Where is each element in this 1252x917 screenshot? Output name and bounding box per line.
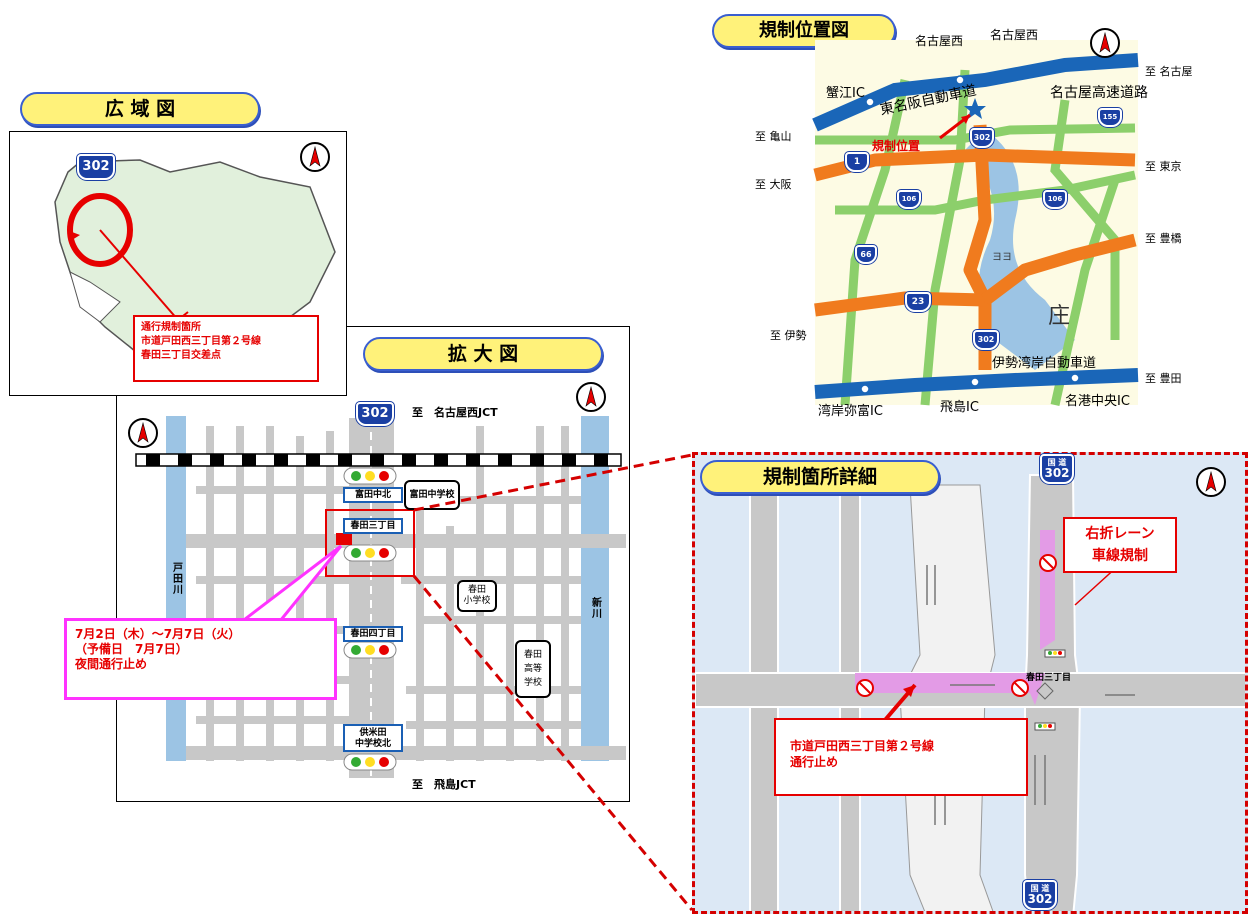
label-tobishima-ic: 飛島IC — [940, 400, 979, 415]
enlarged-north-arrow-icon-left — [128, 418, 158, 448]
label-toda-river: 戸 田 川 — [173, 563, 183, 596]
label-wangan-yatomi-ic: 湾岸弥富IC — [818, 404, 883, 419]
label-nagoya-expressway: 名古屋高速道路 — [1050, 85, 1148, 101]
route-106-shield-west: 106 — [897, 190, 921, 209]
callout-line: 通行止め — [790, 755, 839, 769]
label-to-nagoya-nishi-jct: 至 名古屋西JCT — [412, 406, 498, 419]
label-sho-river: 庄 — [1048, 304, 1071, 329]
callout-line: 車線規制 — [1092, 548, 1148, 564]
wangan-yatomi-ic-marker — [860, 384, 870, 394]
label-to-tobishima-jct: 至 飛島JCT — [412, 778, 476, 791]
label-shin-river: 新 川 — [592, 598, 602, 620]
overview-title: 広 域 図 — [20, 92, 260, 126]
no-entry-icon — [1039, 554, 1057, 572]
route-302-shield-north: 302 — [970, 128, 994, 148]
label-to-toyohashi: 至 豊橋 — [1145, 232, 1182, 245]
label-to-tokyo: 至 東京 — [1145, 160, 1182, 173]
route-155-shield: 155 — [1098, 108, 1122, 127]
label-regulation-position: 規制位置 — [872, 139, 921, 153]
enlarged-route-302-shield: 302 — [356, 402, 394, 426]
callout-line: （予備日 7月7日） — [75, 642, 188, 656]
no-entry-icon — [1011, 679, 1029, 697]
shield-label: 国 道 — [1047, 458, 1067, 467]
label-nagoya-nishi-1: 名古屋西 — [915, 34, 964, 48]
detail-map-graphic — [695, 474, 1245, 911]
label-to-kameyama: 至 亀山 — [755, 130, 792, 143]
label-to-osaka: 至 大阪 — [755, 178, 792, 191]
callout-pointer — [231, 544, 343, 628]
location-map-graphic — [812, 53, 1139, 406]
regulation-focus-box — [325, 509, 415, 577]
route-66-shield: 66 — [855, 245, 877, 264]
callout-line: 春田三丁目交差点 — [141, 350, 221, 361]
enlarged-title: 拡 大 図 — [363, 337, 603, 371]
sign-tomida-naka-kita: 富田中北 — [343, 487, 403, 503]
callout-line: 右折レーン — [1085, 526, 1155, 542]
traffic-light-icon — [343, 641, 397, 659]
closure-taper — [1030, 673, 1045, 705]
tobishima-ic-marker — [970, 377, 980, 387]
road-closure-callout: 市道戸田西三丁目第２号線 通行止め — [774, 718, 1028, 796]
overview-map-panel: 302 — [9, 131, 347, 396]
traffic-light-icon — [343, 753, 397, 771]
location-map-panel: 1 302 23 66 106 106 155 302 — [812, 40, 1139, 406]
route-106-shield-east: 106 — [1043, 190, 1067, 209]
nagoya-nishi-marker — [955, 75, 965, 85]
label-to-ise: 至 伊勢 — [770, 329, 807, 342]
shield-label: 国 道 — [1030, 884, 1050, 893]
route-302-shield: 302 — [77, 154, 115, 180]
route-302-shield-south: 302 — [973, 330, 999, 350]
traffic-light-icon — [343, 544, 397, 562]
callout-line: 通行規制箇所 — [141, 322, 201, 333]
callout-line: 市道戸田西三丁目第２号線 — [790, 739, 935, 753]
school-haruta-hs: 春田 高等 学校 — [515, 640, 551, 698]
no-entry-icon — [856, 679, 874, 697]
closure-date-callout: 7月2日（木）～7月7日（火） （予備日 7月7日） 夜間通行止め — [64, 618, 337, 700]
traffic-light-icon — [1034, 722, 1056, 731]
intersection-label: 春田三丁目 — [1026, 673, 1072, 683]
right-turn-lane-callout: 右折レーン 車線規制 — [1063, 517, 1177, 573]
sign-tomida-jhs: 富田中学校 — [404, 480, 460, 510]
callout-line: 市道戸田西三丁目第２号線 — [141, 336, 261, 347]
label-kanie-ic: 蟹江IC — [826, 86, 865, 101]
shield-number: 302 — [1044, 466, 1070, 480]
sign-haruta-3: 春田三丁目 — [343, 518, 403, 534]
regulation-star-icon — [964, 98, 986, 119]
shield-number: 302 — [1027, 892, 1053, 906]
shin-river — [581, 416, 609, 761]
right-turn-lane-closure — [1040, 530, 1055, 650]
detail-north-arrow-icon — [1196, 467, 1226, 497]
label-isewangan: 伊勢湾岸自動車道 — [992, 356, 1097, 371]
callout-line: 7月2日（木）～7月7日（火） — [75, 627, 241, 641]
label-nagoya-nishi-2: 名古屋西 — [990, 28, 1039, 42]
traffic-light-icon — [1044, 649, 1066, 658]
detail-title: 規制箇所詳細 — [700, 460, 940, 494]
detail-route-302-shield-bottom: 国 道 302 — [1023, 880, 1057, 910]
north-arrow-icon — [300, 142, 330, 172]
location-north-arrow-icon — [1090, 28, 1120, 58]
school-haruta-es: 春田 小学校 — [457, 580, 497, 612]
enlarged-north-arrow-icon-right — [576, 382, 606, 412]
sign-haruta-4: 春田四丁目 — [343, 626, 403, 642]
detail-route-302-shield-top: 国 道 302 — [1040, 454, 1074, 484]
route-23-shield: 23 — [905, 292, 931, 312]
traffic-light-icon — [343, 467, 397, 485]
label-shinkawa-chars: ヨヨ — [992, 252, 1012, 263]
callout-line: 夜間通行止め — [75, 657, 148, 671]
meiko-chuo-ic-marker — [1070, 373, 1080, 383]
bay-shape — [69, 271, 121, 323]
sign-kumeta-jhs: 供米田 中学校北 — [343, 724, 403, 752]
label-to-toyota: 至 豊田 — [1145, 372, 1182, 385]
overview-callout: 通行規制箇所 市道戸田西三丁目第２号線 春田三丁目交差点 — [133, 315, 319, 382]
regulation-spot-marker — [336, 533, 352, 545]
regulation-area-ring — [67, 193, 133, 267]
river-shape — [965, 130, 1075, 370]
kanie-ic-marker — [865, 97, 875, 107]
closure-segment — [855, 673, 1030, 693]
label-meiko-chuo-ic: 名港中央IC — [1065, 394, 1130, 409]
label-to-nagoya: 至 名古屋 — [1145, 65, 1193, 78]
route-1-shield: 1 — [845, 152, 869, 172]
